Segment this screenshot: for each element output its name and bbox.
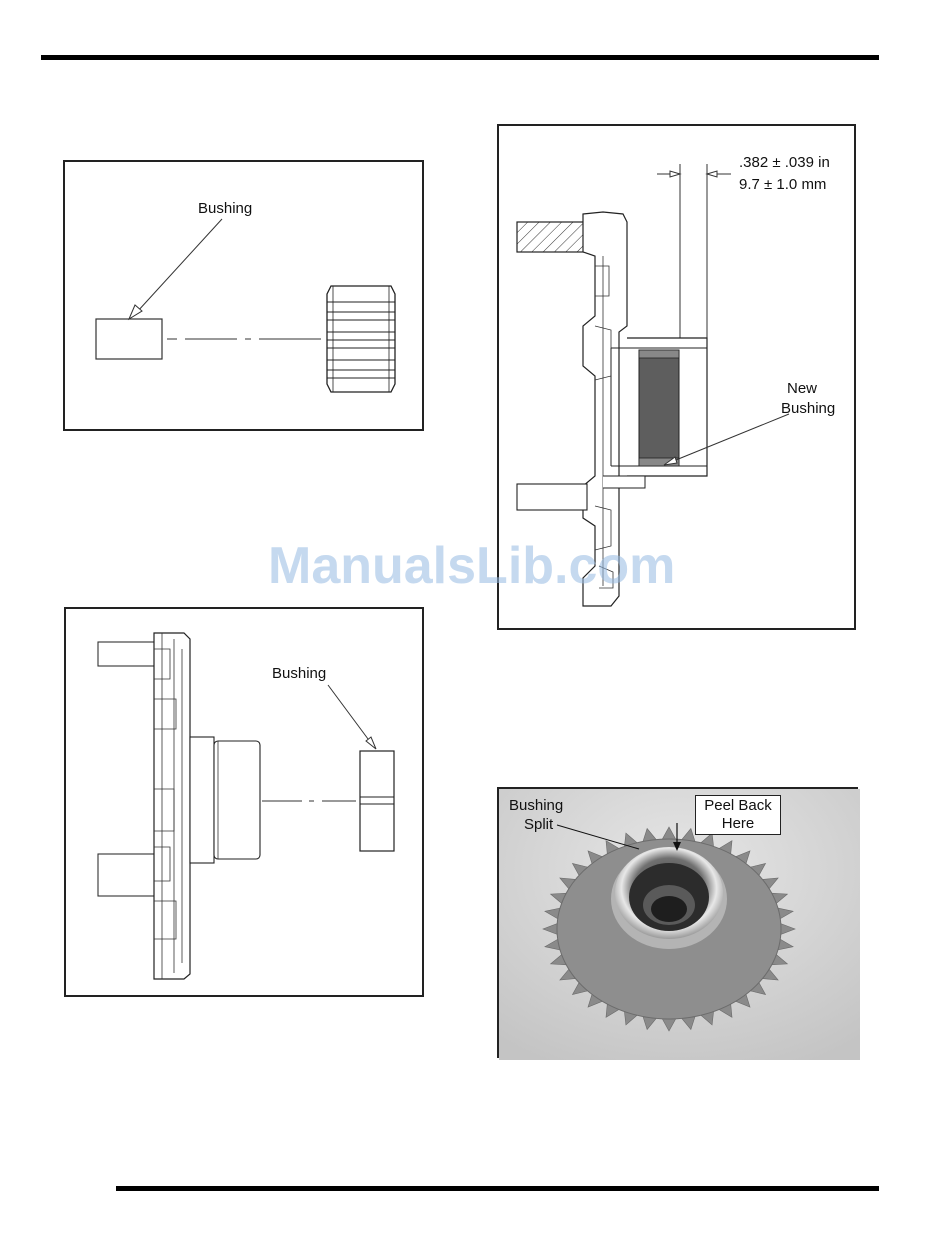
peel-back-line1: Peel Back bbox=[702, 797, 774, 815]
figure-bushing-hub: Bushing bbox=[64, 607, 424, 997]
bushing-label: Bushing bbox=[272, 665, 326, 683]
bushing-label: Bushing bbox=[198, 200, 252, 218]
bushing-split-label-line2: Split bbox=[524, 816, 553, 834]
figure-bushing-split-photo: Bushing Split Peel Back Here bbox=[497, 787, 858, 1058]
figure-bushing-gear: Bushing bbox=[63, 160, 424, 431]
footer-rule bbox=[116, 1186, 879, 1191]
header-rule bbox=[41, 55, 879, 60]
peel-back-line2: Here bbox=[702, 815, 774, 833]
dimension-inches: .382 ± .039 in bbox=[739, 154, 830, 172]
bushing-hub-drawing bbox=[66, 609, 426, 999]
watermark: ManualsLib.com bbox=[268, 536, 675, 596]
bushing-split-label-line1: Bushing bbox=[509, 797, 563, 815]
new-bushing-label-line1: New bbox=[772, 380, 832, 398]
dimension-mm: 9.7 ± 1.0 mm bbox=[739, 176, 826, 194]
peel-back-label: Peel Back Here bbox=[695, 795, 781, 835]
new-bushing-label-line2: Bushing bbox=[781, 400, 835, 418]
